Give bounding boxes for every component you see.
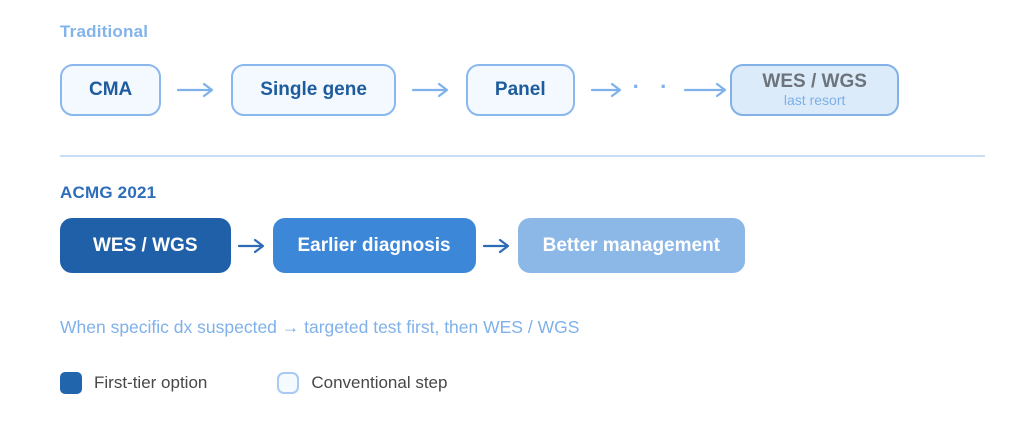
section-divider xyxy=(60,155,985,157)
step-label: Panel xyxy=(494,79,546,100)
step-label: CMA xyxy=(89,79,133,100)
step-label: Single gene xyxy=(260,79,367,100)
acmg-label: ACMG 2021 xyxy=(60,183,157,202)
step-box-panel: Panel xyxy=(465,64,575,116)
arrow-right-icon xyxy=(684,82,727,98)
traditional-section: Traditional CMA Single gene Panel xyxy=(60,22,984,116)
step-label: WES / WGS xyxy=(93,234,198,256)
traditional-flow: CMA Single gene Panel · · xyxy=(60,64,984,116)
step-label: Better management xyxy=(542,234,721,256)
step-box-cma: CMA xyxy=(60,64,162,116)
step-box-wes-wgs-first-tier: WES / WGS xyxy=(60,218,231,273)
step-box-earlier-diagnosis: Earlier diagnosis xyxy=(272,218,476,273)
legend: First-tier option Conventional step xyxy=(60,372,984,394)
arrow-right-icon xyxy=(411,82,449,98)
first-tier-swatch-icon xyxy=(60,372,82,394)
step-box-wes-wgs-last-resort: WES / WGS last resort xyxy=(730,64,899,116)
legend-item-conventional: Conventional step xyxy=(277,372,447,394)
ellipsis-dots: · · xyxy=(632,74,675,99)
step-box-single-gene: Single gene xyxy=(231,64,396,116)
step-label: WES / WGS xyxy=(762,71,867,93)
step-box-better-management: Better management xyxy=(517,218,746,273)
legend-label: Conventional step xyxy=(311,373,448,392)
legend-item-first-tier: First-tier option xyxy=(60,372,207,394)
arrow-right-icon xyxy=(482,238,509,253)
acmg-section: ACMG 2021 WES / WGS Earlier diagnosis Be… xyxy=(60,183,984,273)
legend-label: First-tier option xyxy=(94,373,208,392)
traditional-label: Traditional xyxy=(60,22,149,41)
conventional-swatch-icon xyxy=(277,372,300,394)
arrow-right-icon xyxy=(177,82,214,98)
acmg-flow: WES / WGS Earlier diagnosis Better manag… xyxy=(60,218,984,273)
arrow-right-icon xyxy=(590,82,621,98)
step-label: Earlier diagnosis xyxy=(297,234,451,256)
step-sublabel: last resort xyxy=(783,92,846,109)
arrow-right-icon xyxy=(237,238,264,253)
note-text: When specific dx suspected → targeted te… xyxy=(60,317,580,337)
